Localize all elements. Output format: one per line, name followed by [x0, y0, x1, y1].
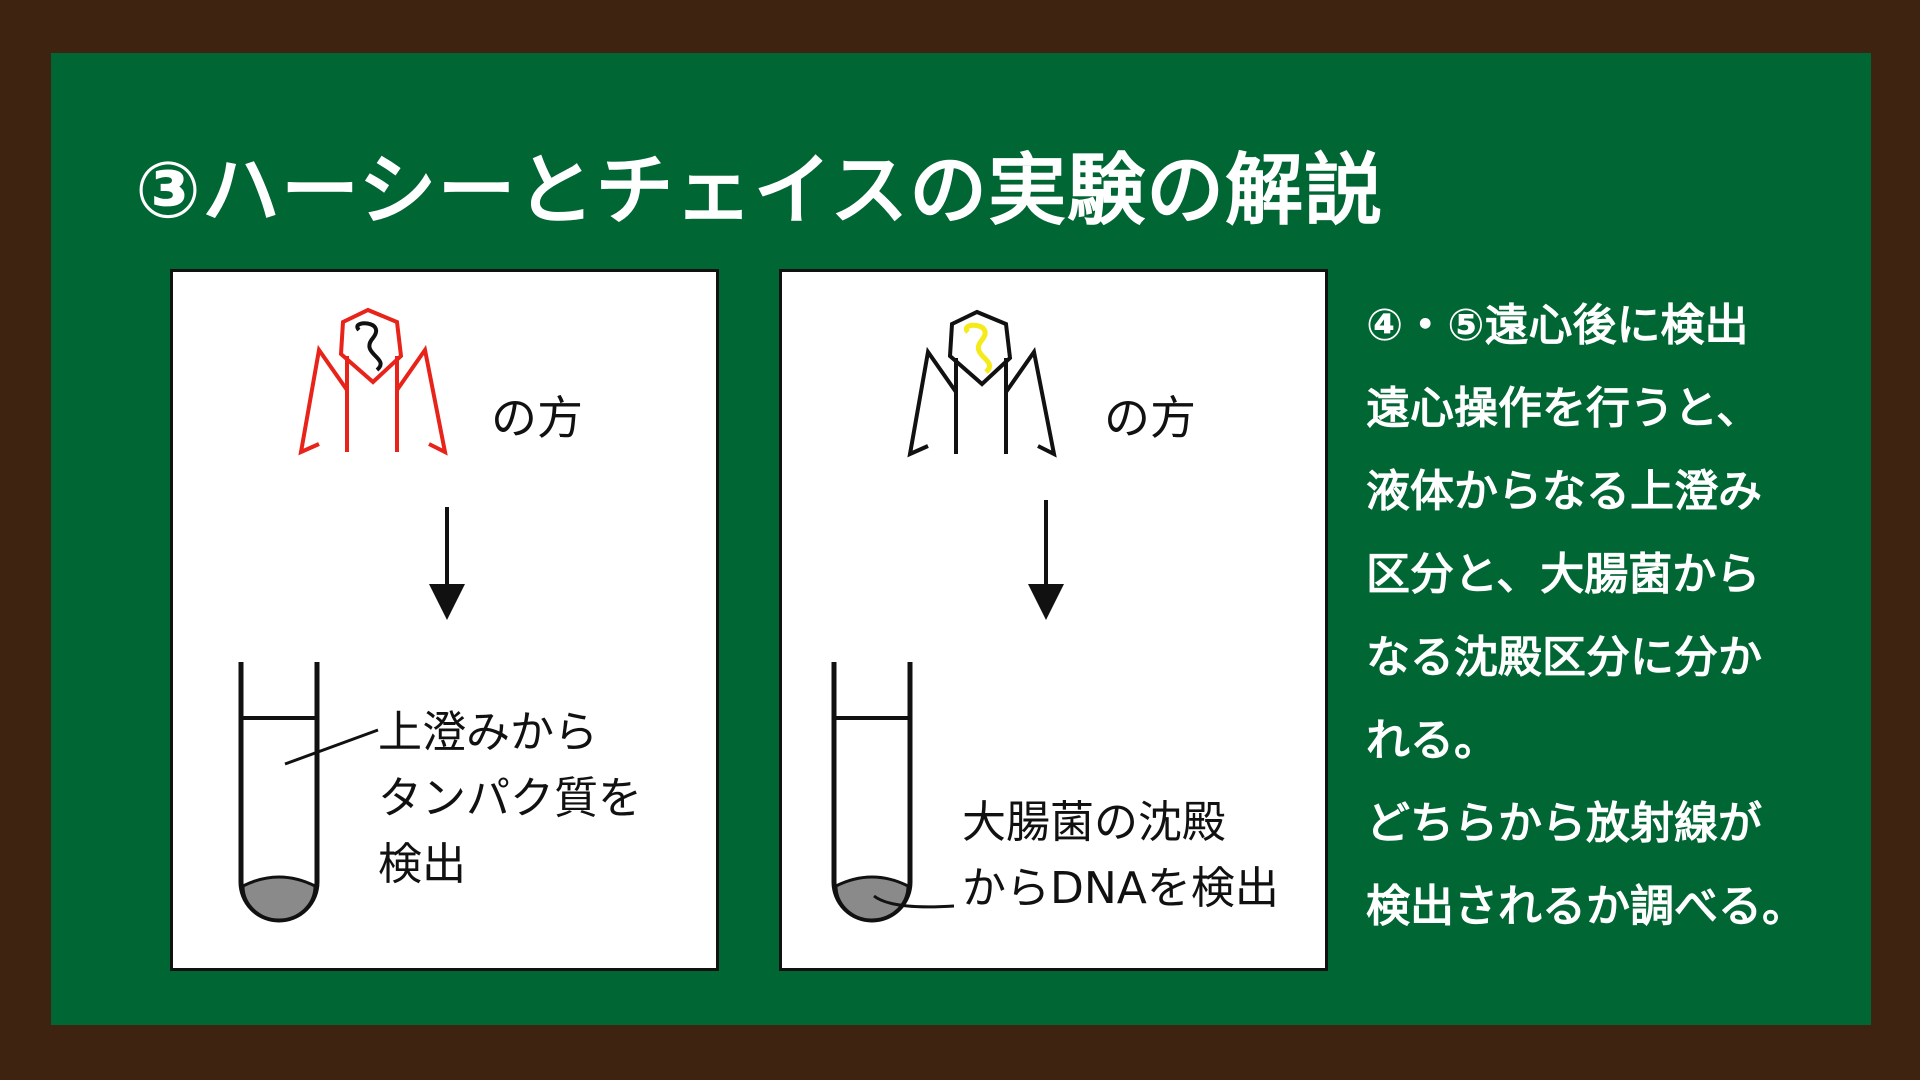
phage-icon-red-coat [298, 307, 448, 456]
panel-protein-labeled: の方 上澄みから タンパク質を 検出 [170, 269, 719, 971]
down-arrow-icon [429, 507, 465, 620]
protein-experiment-diagram [238, 307, 465, 923]
explanation-line: 区分と、大腸菌から [1366, 549, 1761, 600]
result-line-2: からDNAを検出 [962, 863, 1279, 914]
dna-experiment-diagram [831, 309, 1064, 923]
explanation-text: ④・⑤遠心後に検出 遠心操作を行うと、 液体からなる上澄み 区分と、大腸菌から … [1366, 284, 1886, 948]
result-line-2: タンパク質を [378, 773, 642, 824]
result-line-3: 検出 [378, 839, 466, 890]
explanation-line: ④・⑤遠心後に検出 [1366, 300, 1749, 351]
explanation-line: 遠心操作を行うと、 [1366, 383, 1761, 434]
explanation-line: 検出されるか調べる。 [1366, 881, 1806, 932]
explanation-line: どちらから放射線が [1366, 798, 1762, 849]
supernatant-pointer-line [284, 728, 379, 766]
page-title: ③ハーシーとチェイスの実験の解説 [135, 146, 1384, 236]
explanation-line: 液体からなる上澄み [1366, 466, 1762, 517]
explanation-line: れる。 [1366, 715, 1498, 766]
phage-icon-yellow-dna [907, 309, 1057, 458]
test-tube-icon [238, 662, 320, 923]
result-line-1: 上澄みから [378, 707, 598, 758]
panel-dna-labeled: の方 大腸菌の沈殿 からDNAを検出 [779, 269, 1328, 971]
down-arrow-icon [1028, 500, 1064, 620]
phage-caption: の方 [1104, 391, 1196, 445]
test-tube-icon [831, 662, 913, 923]
result-line-1: 大腸菌の沈殿 [962, 797, 1226, 848]
explanation-line: なる沈殿区分に分か [1366, 632, 1762, 683]
phage-caption: の方 [491, 391, 583, 445]
sediment-pointer-line [873, 894, 955, 909]
